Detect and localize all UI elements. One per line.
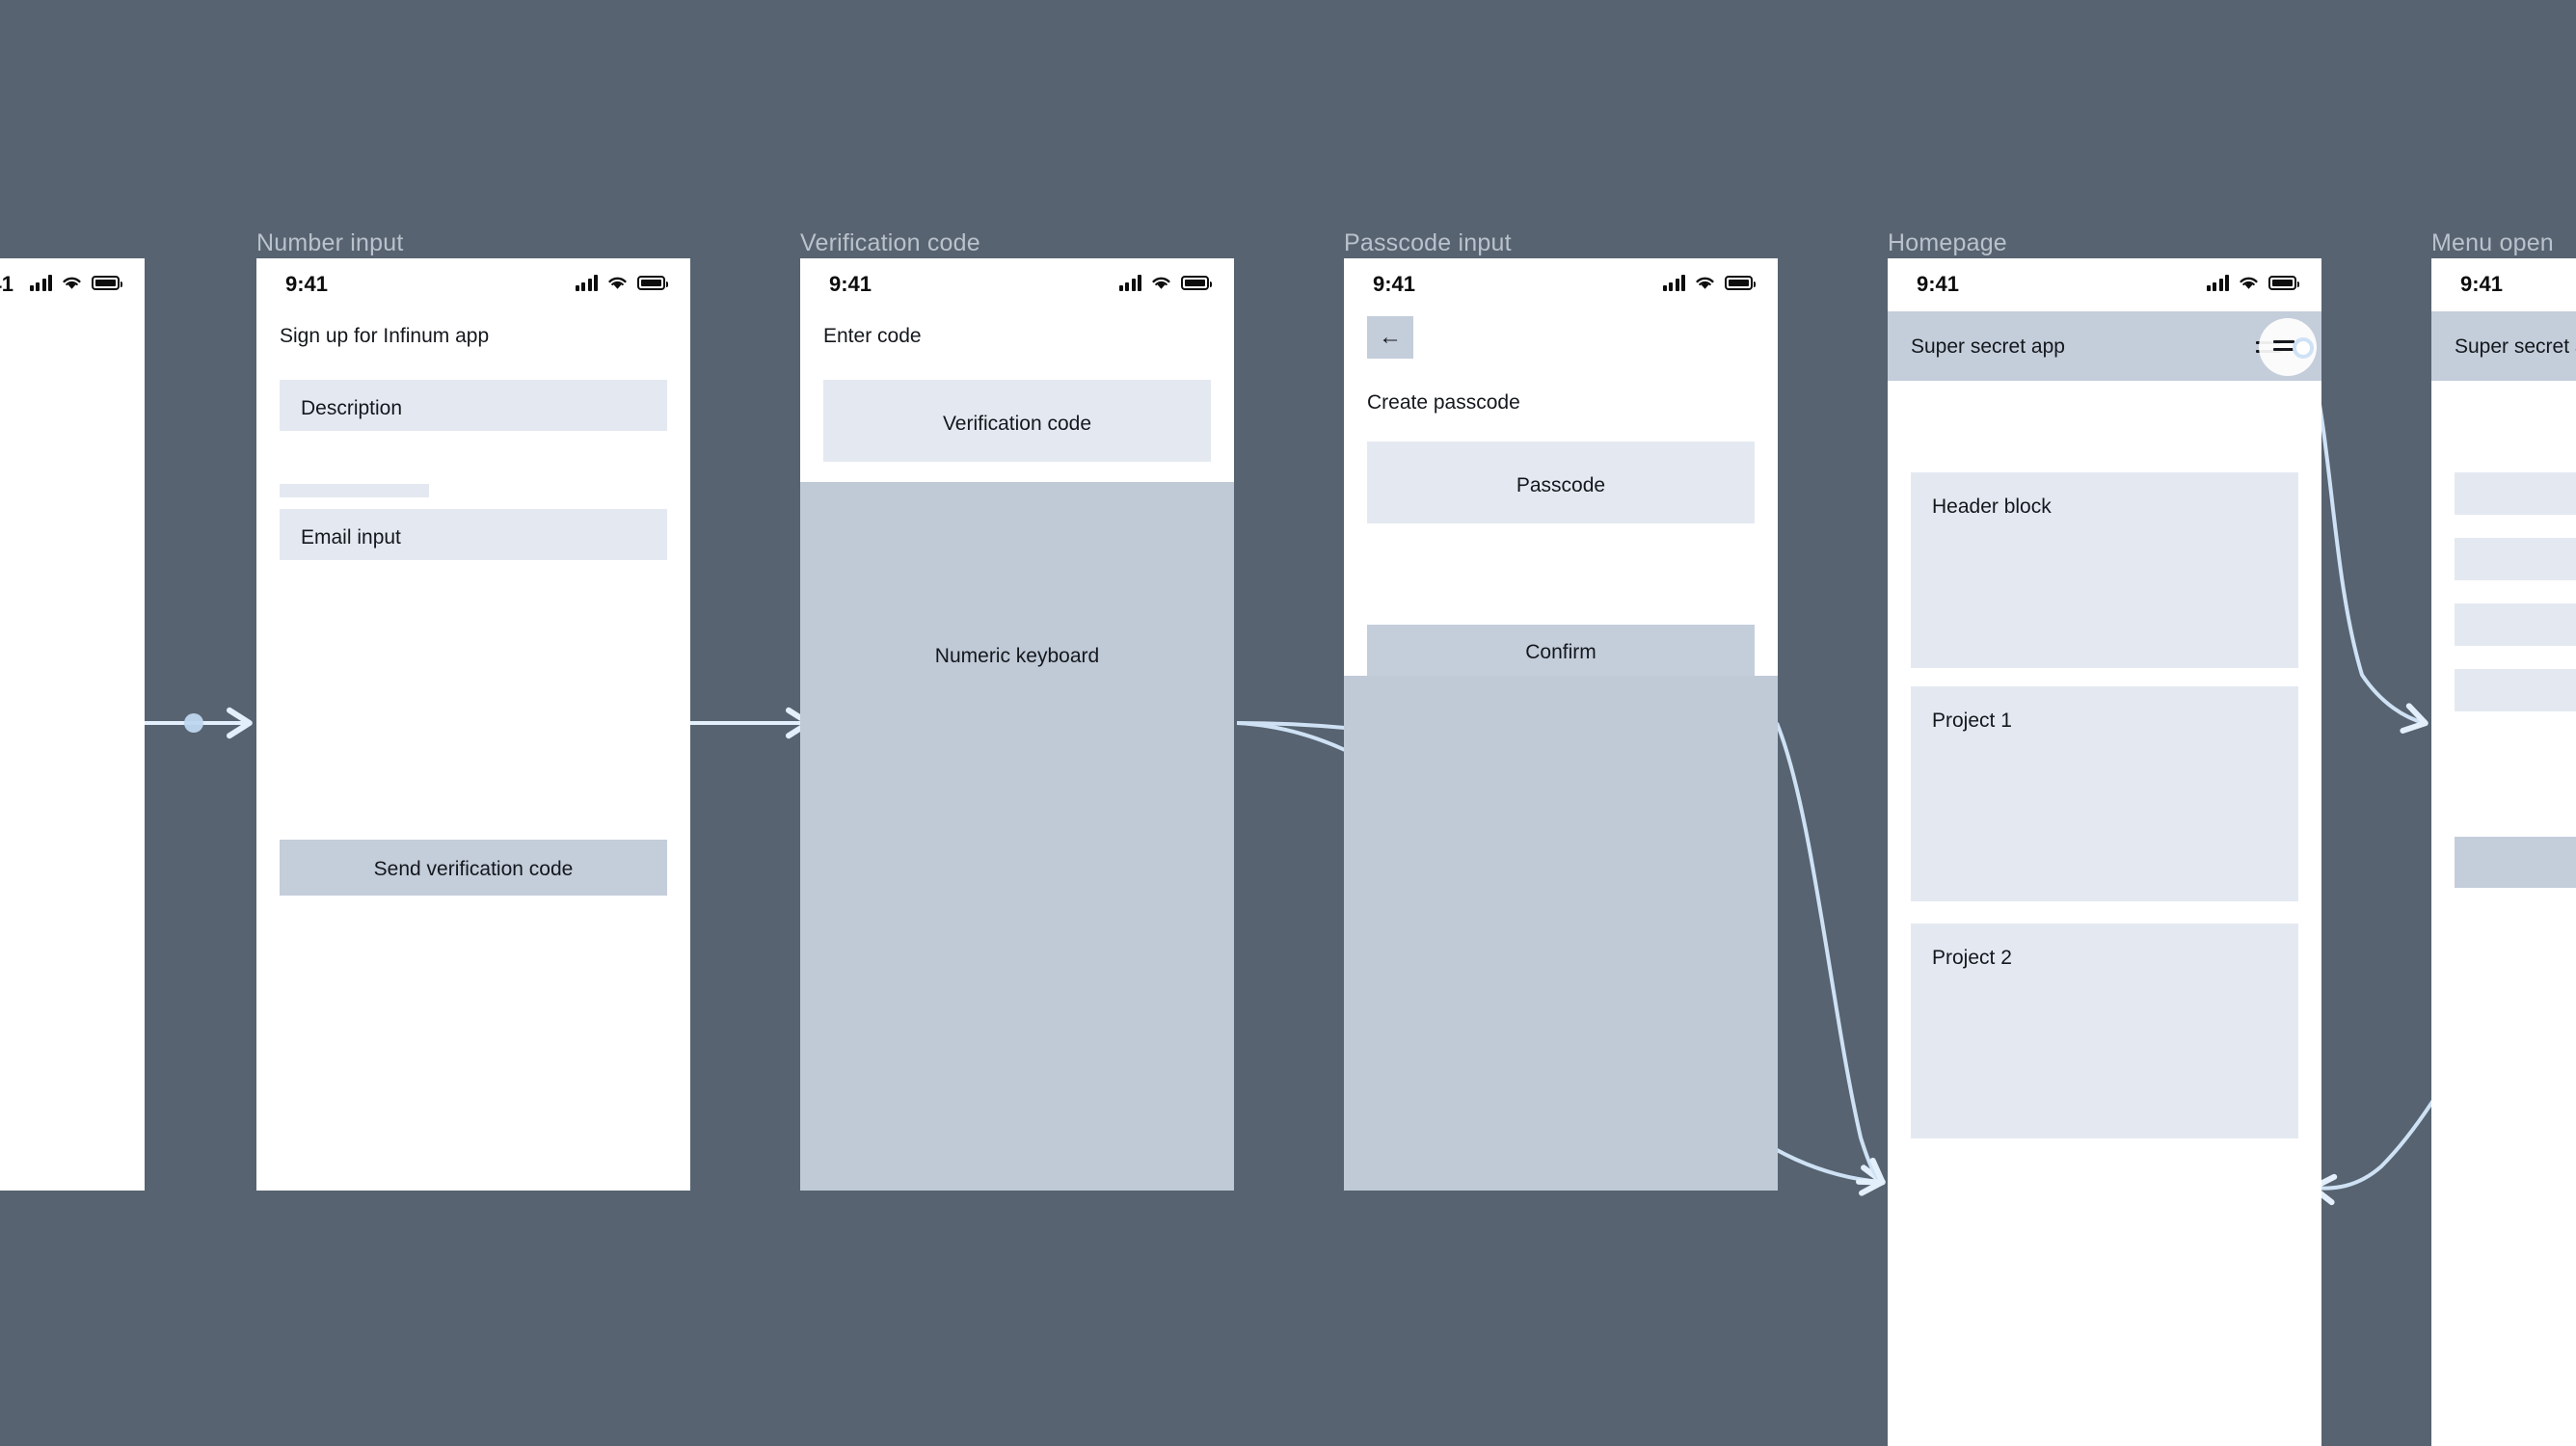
frame-homepage: 9:41 Super secret app Header block Proje…	[1888, 258, 2321, 1446]
project-1-card[interactable]: Project 1	[1911, 686, 2298, 901]
back-arrow-icon: ←	[1379, 324, 1402, 350]
signal-icon	[1662, 274, 1685, 291]
frame-label-verification-code: Verification code	[800, 229, 980, 256]
status-icons	[29, 272, 122, 293]
menu-footer-item[interactable]	[2455, 837, 2576, 888]
status-time: 9:41	[285, 272, 329, 296]
status-bar: 9:41	[1344, 258, 1778, 311]
battery-icon	[637, 275, 668, 290]
confirm-button-label: Confirm	[1525, 641, 1597, 663]
wifi-icon	[61, 275, 83, 291]
frame-label-homepage: Homepage	[1888, 229, 2007, 256]
connector-passcode-to-homepage	[1775, 722, 1886, 1186]
menu-item-3[interactable]	[2455, 603, 2576, 646]
wifi-icon	[2238, 275, 2260, 291]
status-bar: 9:41	[1888, 258, 2321, 311]
status-time: 9:41	[1373, 272, 1416, 296]
email-field[interactable]: Email input	[280, 509, 667, 560]
alphabetical-keyboard-visible[interactable]: Alphabetical keyboard	[1344, 676, 1778, 1191]
connector-homepage-to-menu-open	[2308, 354, 2428, 734]
header-block-card[interactable]: Header block	[1911, 472, 2298, 668]
verification-code-field[interactable]: Verification code	[823, 380, 1211, 462]
menu-item-2[interactable]	[2455, 538, 2576, 580]
status-bar: 9:41	[800, 258, 1234, 311]
hamburger-icon-hotspot[interactable]	[2273, 337, 2298, 353]
passcode-field[interactable]: Passcode	[1367, 442, 1755, 523]
status-icons	[575, 272, 668, 293]
page-title: Enter code	[823, 325, 922, 347]
menu-item-4[interactable]	[2455, 669, 2576, 711]
app-bar: Super secret app	[1888, 311, 2321, 381]
status-time: 9:41	[1917, 272, 1960, 296]
wifi-icon	[1694, 275, 1716, 291]
confirm-button[interactable]: Confirm	[1367, 625, 1755, 676]
status-time: 9:41	[0, 272, 14, 296]
numeric-keyboard-label: Numeric keyboard	[934, 645, 1100, 667]
back-button[interactable]: ←	[1367, 316, 1413, 359]
status-bar: 9:41	[256, 258, 690, 311]
signal-icon	[575, 274, 598, 291]
signal-icon	[1118, 274, 1141, 291]
app-bar-title: Super secret app	[1911, 335, 2065, 358]
numeric-keyboard[interactable]: Numeric keyboard	[800, 482, 1234, 1191]
app-bar: Super secret app	[2431, 311, 2576, 381]
status-time: 9:41	[2460, 272, 2504, 296]
status-icons	[1118, 272, 1212, 293]
description-field-label: Description	[301, 397, 403, 419]
description-field[interactable]: Description	[280, 380, 667, 431]
battery-icon	[92, 275, 122, 290]
signal-icon	[2206, 274, 2229, 291]
header-block-label: Header block	[1932, 495, 2052, 518]
project-2-card[interactable]: Project 2	[1911, 924, 2298, 1138]
status-icons	[1662, 272, 1756, 293]
project-1-label: Project 1	[1932, 710, 2012, 732]
page-title: Sign up for Infinum app	[280, 325, 490, 347]
frame-menu-open: 9:41 Super secret app	[2431, 258, 2576, 1446]
frame-label-passcode-input: Passcode input	[1344, 229, 1512, 256]
frame-offscreen-left: 9:41	[0, 258, 145, 1191]
connector-offscreen-to-number-input	[143, 707, 253, 739]
frame-verification-code: 9:41 Enter code Verification code Numeri…	[800, 258, 1234, 1191]
status-time: 9:41	[829, 272, 872, 296]
app-bar-title: Super secret app	[2455, 335, 2576, 358]
email-field-label: Email input	[301, 526, 401, 549]
status-bar: 9:41	[0, 258, 145, 311]
frame-passcode-input: 9:41 ← Create passcode Passcode Confirm …	[1344, 258, 1778, 1191]
wifi-icon	[1150, 275, 1172, 291]
signal-icon	[29, 274, 52, 291]
battery-icon	[2268, 275, 2299, 290]
battery-icon	[1181, 275, 1212, 290]
status-icons	[2206, 272, 2299, 293]
passcode-field-label: Passcode	[1516, 474, 1606, 496]
helper-bar	[280, 484, 429, 497]
frame-label-menu-open: Menu open	[2431, 229, 2554, 256]
connector-origin-dot	[2293, 337, 2314, 359]
frame-label-number-input: Number input	[256, 229, 404, 256]
project-2-label: Project 2	[1932, 947, 2012, 969]
send-verification-code-label: Send verification code	[373, 858, 574, 880]
frame-number-input: 9:41 Sign up for Infinum app Description…	[256, 258, 690, 1191]
status-bar: 9:41	[2431, 258, 2576, 311]
verification-code-field-label: Verification code	[942, 413, 1092, 435]
page-title: Create passcode	[1367, 391, 1520, 414]
menu-item-1[interactable]	[2455, 472, 2576, 515]
wifi-icon	[606, 275, 629, 291]
battery-icon	[1725, 275, 1756, 290]
send-verification-code-button[interactable]: Send verification code	[280, 840, 667, 896]
